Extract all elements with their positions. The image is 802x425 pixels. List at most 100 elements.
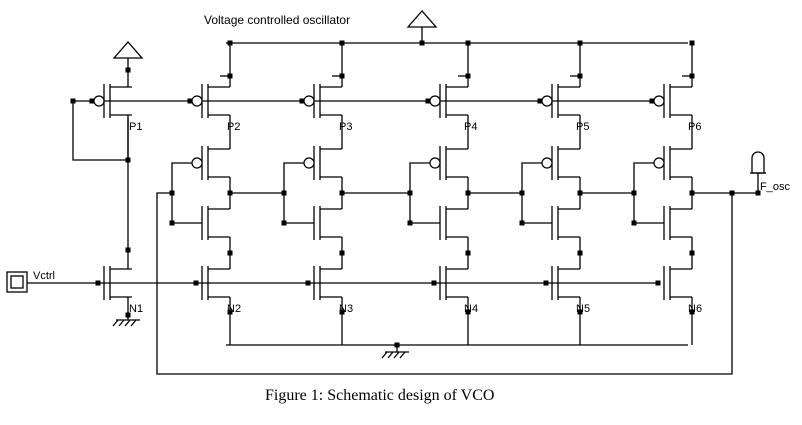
pmos-bias-1 <box>93 84 132 118</box>
pmos-inverter-6 <box>653 146 692 180</box>
ground-hatch <box>124 319 131 327</box>
junction-dot <box>689 250 695 256</box>
nmos-inverter-3 <box>313 206 342 240</box>
p3-label: P3 <box>339 121 352 133</box>
pmos-bias-3 <box>303 84 342 118</box>
vdd-main-icon <box>406 10 438 28</box>
ground-hatch <box>387 351 394 359</box>
nmos-inverter-2 <box>201 206 230 240</box>
junction-dot <box>465 250 471 256</box>
junction-dot <box>631 220 637 226</box>
nmos-inverter-5 <box>551 206 580 240</box>
n2-label: N2 <box>227 303 241 315</box>
junction-dot <box>299 98 305 104</box>
gate-bubble-icon <box>653 95 665 107</box>
stage-input-gate <box>409 162 440 224</box>
drain-source-leads <box>110 86 132 116</box>
f-osc-label: F_osc <box>760 181 790 193</box>
junction-dot <box>577 40 583 46</box>
drain-source-leads <box>670 148 692 178</box>
ground-n1-icon <box>112 319 140 327</box>
p1-label: P1 <box>129 121 142 133</box>
junction-dot <box>689 40 695 46</box>
junction-dot <box>339 40 345 46</box>
junction-dot <box>193 280 199 286</box>
junction-dot <box>465 40 471 46</box>
junction-dot <box>419 40 425 46</box>
drain-source-leads <box>558 268 580 298</box>
gate-bubble-icon <box>429 157 441 169</box>
drain-source-leads <box>208 148 230 178</box>
n1-label: N1 <box>129 303 143 315</box>
drain-source-leads <box>446 208 468 238</box>
junction-dot <box>655 280 661 286</box>
nmos-bias-4 <box>439 266 468 300</box>
drain-source-leads <box>208 86 230 116</box>
drain-source-leads <box>446 268 468 298</box>
stage-input-gate <box>171 162 202 224</box>
nmos-bias-5 <box>551 266 580 300</box>
junction-dot <box>689 309 695 315</box>
stage-input-gate <box>521 162 552 224</box>
drain-source-leads <box>446 148 468 178</box>
junction-dot <box>465 309 471 315</box>
nmos-bias-3 <box>313 266 342 300</box>
drain-source-leads <box>558 148 580 178</box>
n3-label: N3 <box>339 303 353 315</box>
junction-dot <box>227 40 233 46</box>
n5-label: N5 <box>576 303 590 315</box>
stage-input-gate <box>283 162 314 224</box>
drain-source-leads <box>208 268 230 298</box>
n4-label: N4 <box>464 303 478 315</box>
pmos-inverter-2 <box>191 146 230 180</box>
vctrl-label: Vctrl <box>33 270 55 282</box>
drain-source-leads <box>208 208 230 238</box>
gate-bubble-icon <box>191 95 203 107</box>
junction-dot <box>125 312 131 318</box>
pmos-inverter-3 <box>303 146 342 180</box>
vdd-p1-icon <box>112 41 144 59</box>
ground-main-icon <box>381 351 409 359</box>
n6-label: N6 <box>688 303 702 315</box>
ground-hatch <box>393 351 400 359</box>
gate-bubble-icon <box>429 95 441 107</box>
junction-dot <box>543 280 549 286</box>
junction-dot <box>431 280 437 286</box>
nmos-inverter-6 <box>663 206 692 240</box>
gate-bubble-icon <box>191 157 203 169</box>
gate-bubble-icon <box>541 95 553 107</box>
output-probe-icon <box>750 151 766 193</box>
junction-dot <box>577 250 583 256</box>
junction-dot <box>425 98 431 104</box>
components <box>6 10 766 359</box>
pmos-inverter-5 <box>541 146 580 180</box>
drain-source-leads <box>670 268 692 298</box>
pmos-bias-4 <box>429 84 468 118</box>
pmos-bias-5 <box>541 84 580 118</box>
p4-label: P4 <box>464 121 477 133</box>
p2-label: P2 <box>227 121 240 133</box>
gate-bubble-icon <box>303 157 315 169</box>
ground-hatch <box>118 319 125 327</box>
drain-source-leads <box>320 268 342 298</box>
junction-dot <box>519 220 525 226</box>
junction-dot <box>537 98 543 104</box>
junction-dot <box>227 309 233 315</box>
junction-dot <box>227 250 233 256</box>
drain-source-leads <box>320 86 342 116</box>
drain-source-leads <box>558 86 580 116</box>
junction-dot <box>125 247 131 253</box>
junction-dot <box>89 98 95 104</box>
drain-source-leads <box>670 86 692 116</box>
gate-bubble-icon <box>93 95 105 107</box>
junction-dot <box>125 67 131 73</box>
probe-body <box>751 151 765 174</box>
junction-dot <box>305 280 311 286</box>
junction-dot <box>169 220 175 226</box>
ground-hatch <box>399 351 406 359</box>
junction-dot <box>95 280 101 286</box>
ground-hatch <box>130 319 137 327</box>
drain-source-leads <box>320 148 342 178</box>
nmos-bias-6 <box>663 266 692 300</box>
